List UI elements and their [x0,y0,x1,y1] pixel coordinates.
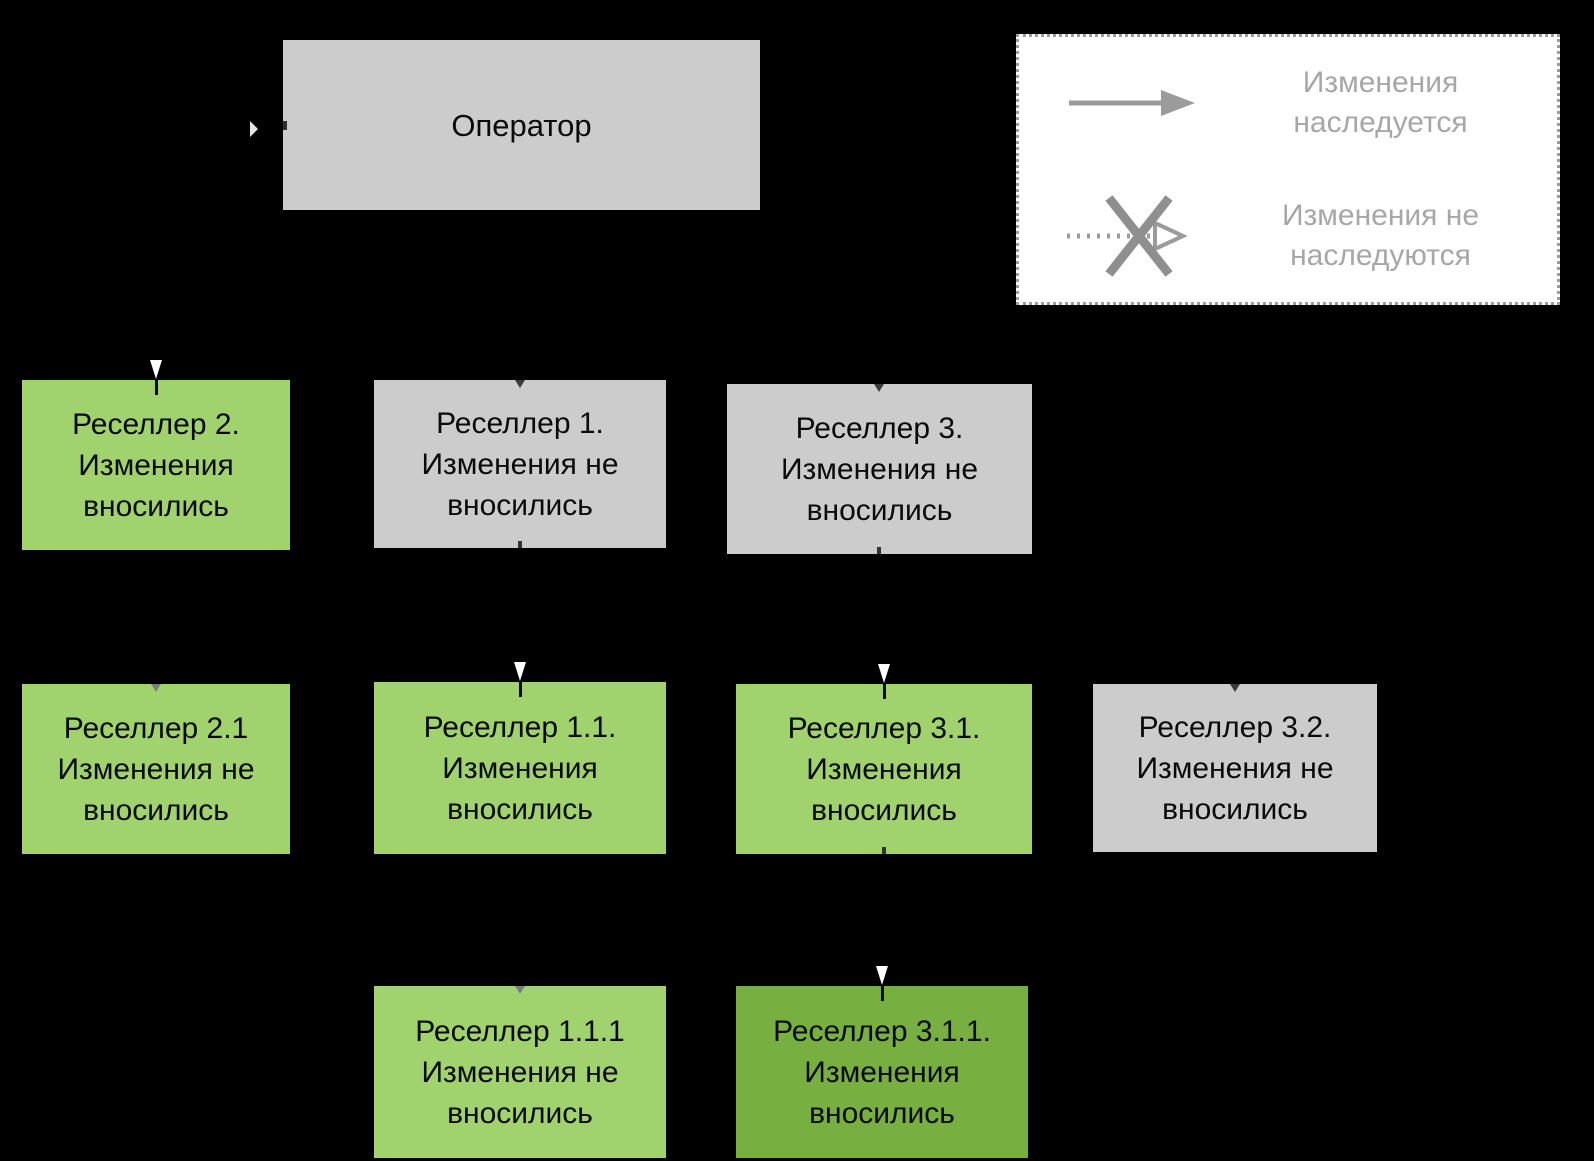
arrow-tail [881,986,884,1001]
node-line: вносились [447,792,593,826]
node-line: Изменения не [421,447,619,481]
node-line: вносились [1162,792,1308,826]
node-line: Изменения не [780,452,979,486]
legend: Изменения наследуется Изменения не насле… [1016,34,1560,305]
node-line: Изменения [804,1055,960,1089]
solid-arrow-icon [1019,81,1244,125]
node-line: вносились [811,793,957,827]
edge-notch-artifact [283,121,287,130]
node-reseller-2: Реселлер 2. Изменения вносились [22,380,290,550]
blocked-arrowhead-icon [150,360,162,379]
legend-label-line: Изменения [1302,66,1459,100]
node-line: Реселлер 1.1. [423,710,617,744]
node-reseller-3-1: Реселлер 3.1. Изменения вносились [736,684,1032,854]
arrow-stub-artifact [518,541,522,548]
arrow-tail [155,380,158,395]
node-line: Реселлер 1.1.1 [415,1014,625,1048]
node-line: Изменения [78,448,234,482]
arrow-tail [883,684,886,699]
blocked-arrowhead-icon [878,664,890,683]
node-reseller-1: Реселлер 1. Изменения не вносились [374,380,666,548]
node-reseller-3: Реселлер 3. Изменения не вносились [727,384,1032,554]
node-line: Изменения [442,751,598,785]
legend-label-line: наследуется [1293,106,1468,140]
inherit-arrowhead-artifact [515,380,525,388]
blocked-arrowhead-icon [514,662,526,681]
inherit-arrowhead-artifact [515,986,525,994]
node-line: Изменения не [421,1055,619,1089]
node-line: Реселлер 2. [72,407,240,441]
inherit-arrowhead-artifact [874,384,884,392]
node-reseller-3-2: Реселлер 3.2. Изменения не вносились [1093,684,1377,852]
arrow-stub-artifact [877,547,881,554]
node-reseller-1-1-1: Реселлер 1.1.1 Изменения не вносились [374,986,666,1158]
node-line: Реселлер 3.1. [787,711,981,745]
node-line: вносились [83,489,229,523]
crossed-arrow-icon [1019,188,1244,284]
node-line: вносились [447,1096,593,1130]
legend-item-not-inherited: Изменения не наследуются [1019,170,1557,303]
arrow-stub-artifact [882,847,886,854]
node-line: вносились [809,1096,955,1130]
node-line: вносились [83,793,229,827]
node-line: вносились [806,493,953,527]
edge-arrowhead-artifact [250,121,258,137]
legend-item-inherited: Изменения наследуется [1019,37,1557,170]
node-line: Реселлер 2.1 [63,711,249,745]
node-line: Реселлер 3. [795,411,964,445]
node-operator: Оператор [283,40,760,210]
node-reseller-2-1: Реселлер 2.1 Изменения не вносились [22,684,290,854]
node-line: Изменения не [1136,751,1334,785]
node-line: Реселлер 3.1.1. [773,1014,991,1048]
legend-label-inherited: Изменения наследуется [1244,63,1557,143]
legend-label-line: Изменения не [1281,198,1480,232]
node-line: вносились [447,488,593,522]
arrow-tail [519,682,522,697]
node-label: Оператор [451,107,592,143]
node-line: Реселлер 3.2. [1138,710,1332,744]
legend-label-line: наследуются [1290,238,1471,272]
node-line: Изменения [806,752,962,786]
node-line: Изменения не [57,752,255,786]
legend-label-not-inherited: Изменения не наследуются [1244,196,1557,276]
inherit-arrowhead-artifact [151,684,161,692]
node-reseller-1-1: Реселлер 1.1. Изменения вносились [374,682,666,854]
node-line: Реселлер 1. [436,406,604,440]
inherit-arrowhead-artifact [1230,684,1240,692]
blocked-arrowhead-icon [876,966,888,985]
node-reseller-3-1-1: Реселлер 3.1.1. Изменения вносились [736,986,1028,1158]
